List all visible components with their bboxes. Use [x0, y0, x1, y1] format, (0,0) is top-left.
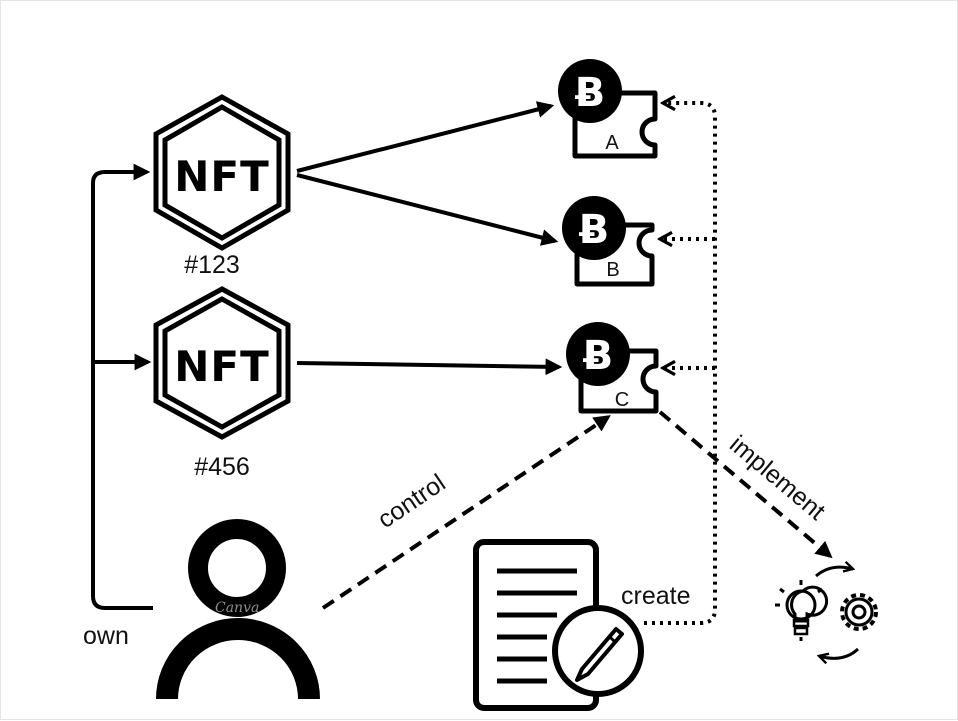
watermark: Canva: [215, 600, 259, 616]
cycle-arrows-icon: [815, 567, 860, 658]
nft-123-id: #123: [184, 251, 240, 279]
token-c-icon: Ƀ C: [566, 322, 659, 414]
arrow-nft456-to-c: [296, 358, 563, 376]
arrow-nft123-to-b: [296, 173, 559, 246]
edge-label-own: own: [83, 622, 129, 650]
token-c-label: C: [615, 389, 629, 411]
own-connector: [91, 163, 153, 610]
token-a-icon: Ƀ A: [558, 59, 658, 159]
arrow-nft123-to-a: [296, 101, 555, 173]
nft-456-label: NFT: [174, 342, 270, 391]
bitcoin-icon: Ƀ: [575, 70, 606, 116]
nft-123-label: NFT: [174, 152, 270, 201]
token-b-icon: Ƀ B: [562, 196, 655, 287]
lightbulb-icon: [775, 580, 829, 641]
edge-label-create: create: [621, 582, 690, 610]
arrow-implement: [658, 410, 833, 559]
nft-456-icon: NFT: [153, 286, 291, 440]
token-b-label: B: [606, 259, 619, 281]
token-a-label: A: [605, 132, 619, 154]
bitcoin-icon: Ƀ: [583, 333, 614, 379]
nft-123-icon: NFT: [153, 94, 291, 251]
nft-456-id: #456: [194, 453, 250, 481]
bitcoin-icon: Ƀ: [579, 207, 610, 253]
arrow-control: [321, 415, 611, 610]
pen-icon: [552, 605, 644, 697]
gear-icon: [840, 593, 878, 631]
edge-label-control: control: [373, 469, 451, 534]
person-icon: Canva: [156, 519, 320, 700]
